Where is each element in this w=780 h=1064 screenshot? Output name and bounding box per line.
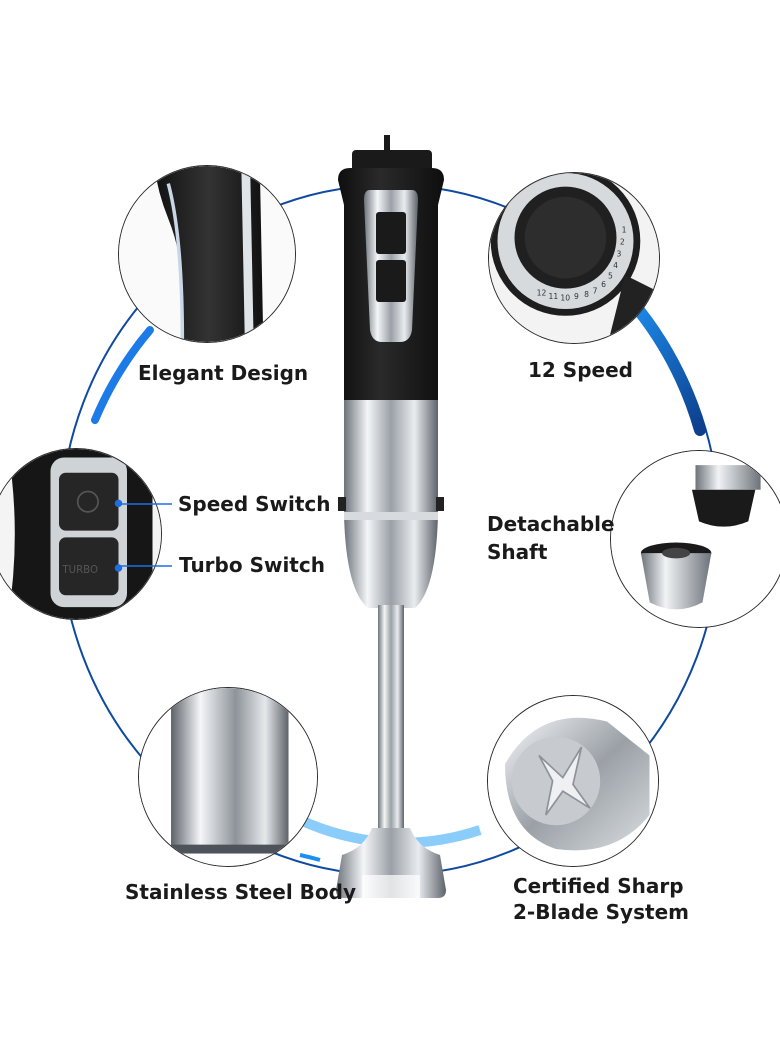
svg-text:12: 12 (537, 288, 547, 297)
feature-label-stainless-steel-body: Stainless Steel Body (125, 880, 356, 904)
svg-text:6: 6 (601, 280, 606, 289)
handle-closeup-icon (118, 165, 296, 343)
feature-label-elegant-design: Elegant Design (138, 361, 309, 385)
feature-label-12-speed: 12 Speed (528, 358, 633, 382)
feature-label-detachable: Detachable (487, 512, 615, 536)
feature-label-2-blade-system: 2-Blade System (513, 900, 689, 924)
svg-text:4: 4 (613, 261, 618, 270)
turbo-button-icon (59, 537, 119, 596)
speed-button-icon: TURBO (0, 448, 162, 620)
feature-label-turbo-switch: Turbo Switch (179, 553, 325, 577)
feature-label-speed-switch: Speed Switch (178, 492, 331, 516)
detachable-shaft-icon (610, 450, 780, 628)
svg-text:2: 2 (620, 237, 625, 246)
svg-text:9: 9 (574, 292, 579, 301)
feature-label-certified-sharp: Certified Sharp (513, 874, 684, 898)
svg-text:3: 3 (617, 249, 622, 258)
svg-text:8: 8 (584, 290, 589, 299)
feature-label-shaft: Shaft (487, 540, 548, 564)
svg-text:7: 7 (593, 287, 598, 296)
svg-text:10: 10 (560, 294, 570, 303)
svg-text:1: 1 (622, 226, 627, 235)
svg-text:TURBO: TURBO (61, 565, 98, 576)
svg-text:5: 5 (608, 271, 613, 280)
svg-text:11: 11 (549, 292, 559, 301)
blade-icon (487, 695, 659, 867)
steel-body-icon (138, 687, 318, 867)
